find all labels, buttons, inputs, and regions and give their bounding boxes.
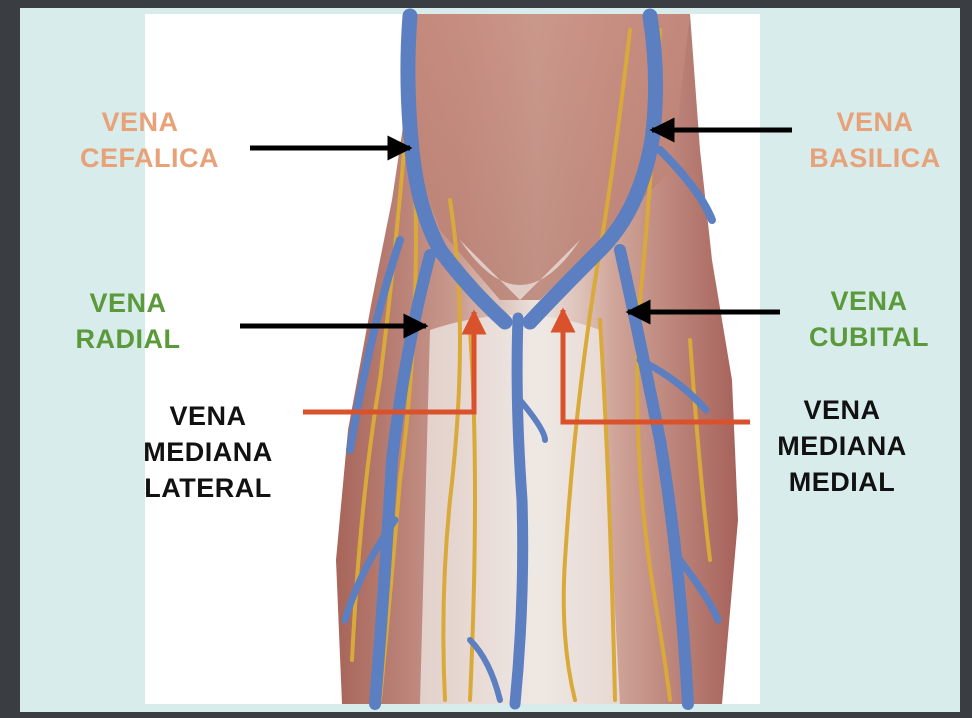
pointer-mediana-medial (550, 307, 750, 425)
cubital-fossa (460, 240, 580, 300)
label-vena-basilica: VENA BASILICA (809, 107, 941, 173)
label-vena-mediana-medial: VENA MEDIANA MEDIAL (777, 395, 907, 497)
label-vena-cefalica: VENA CEFALICA (80, 107, 219, 173)
upper-arm-muscle (404, 14, 690, 300)
label-vena-cubital: VENA CUBITAL (809, 286, 929, 352)
label-vena-mediana-lateral: VENA MEDIANA LATERAL (143, 401, 273, 503)
pointer-mediana-lateral (303, 309, 487, 415)
label-vena-radial: VENA RADIAL (75, 288, 181, 354)
